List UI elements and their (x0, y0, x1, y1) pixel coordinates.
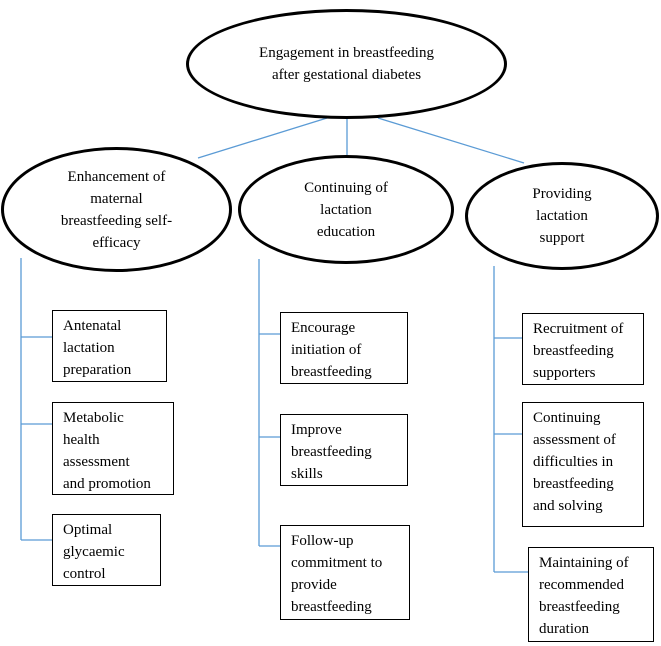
item-box-improve-skills: Improve breastfeeding skills (280, 414, 408, 486)
item-box-label: Antenatal lactation preparation (63, 318, 132, 378)
item-box-maintaining-duration: Maintaining of recommended breastfeeding… (528, 547, 654, 642)
connector-root-to-branch-3 (377, 117, 525, 164)
branch-node-lactation-support: Providing lactation support (465, 162, 659, 270)
branch-node-label: Continuing of lactation education (304, 179, 388, 240)
item-box-label: Encourage initiation of breastfeeding (291, 320, 372, 380)
item-box-continuing-assessment: Continuing assessment of difficulties in… (522, 402, 644, 527)
item-box-label: Continuing assessment of difficulties in… (533, 410, 616, 514)
root-node-label: Engagement in breastfeeding after gestat… (259, 45, 434, 83)
branch-node-lactation-education: Continuing of lactation education (238, 155, 454, 264)
item-box-optimal-glycaemic-control: Optimal glycaemic control (52, 514, 161, 586)
connector-root-to-branch-1 (197, 117, 328, 159)
item-box-label: Follow-up commitment to provide breastfe… (291, 533, 383, 615)
item-box-antenatal-lactation-preparation: Antenatal lactation preparation (52, 310, 167, 382)
item-box-label: Optimal glycaemic control (63, 522, 125, 582)
item-box-metabolic-health: Metabolic health assessment and promotio… (52, 402, 174, 495)
item-box-label: Metabolic health assessment and promotio… (63, 410, 151, 492)
branch-node-self-efficacy: Enhancement of maternal breastfeeding se… (1, 147, 232, 272)
item-box-encourage-initiation: Encourage initiation of breastfeeding (280, 312, 408, 384)
item-box-label: Maintaining of recommended breastfeeding… (539, 555, 629, 637)
item-box-label: Improve breastfeeding skills (291, 422, 372, 482)
branch-node-label: Enhancement of maternal breastfeeding se… (60, 168, 173, 251)
item-box-label: Recruitment of breastfeeding supporters (533, 321, 624, 381)
item-box-recruitment-supporters: Recruitment of breastfeeding supporters (522, 313, 644, 385)
item-box-follow-up-commitment: Follow-up commitment to provide breastfe… (280, 525, 410, 620)
root-node: Engagement in breastfeeding after gestat… (186, 9, 507, 119)
branch-node-label: Providing lactation support (532, 186, 592, 246)
